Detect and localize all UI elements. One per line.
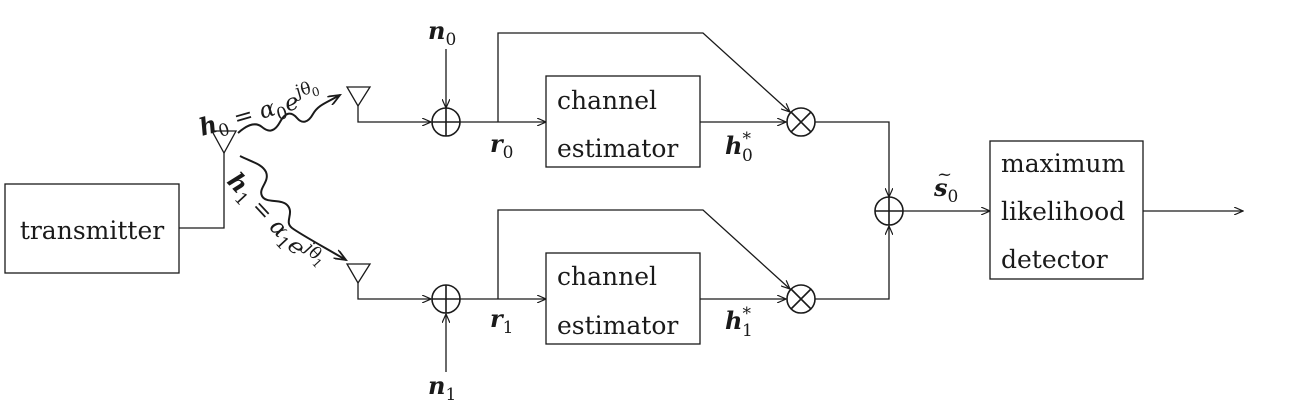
estimator-0-line-2: estimator	[557, 134, 678, 163]
estimator-1-line-2: estimator	[557, 311, 678, 340]
transmitter-block: transmitter	[4, 183, 180, 274]
estimate-label: s0	[933, 173, 958, 207]
channel-h0-label: h0 = α0ejθ0	[195, 76, 326, 146]
rx-antenna-1-icon	[345, 263, 372, 285]
channel-h0-wave	[237, 95, 340, 134]
noise-1-label: n1	[428, 371, 456, 405]
received-1-label: r1	[490, 304, 513, 338]
received-0-label: r0	[490, 129, 513, 163]
rx0-to-adder	[357, 106, 431, 122]
multiplier-1-to-combiner	[815, 226, 889, 300]
channel-h1-wave	[239, 155, 346, 260]
channel-estimator-1: channel estimator	[545, 252, 701, 345]
adder-0	[431, 107, 461, 137]
multiplier-1	[786, 284, 816, 314]
tx-feed-line	[179, 153, 225, 229]
conj-h0-label: h*0	[725, 129, 753, 166]
rx-antenna-0-icon	[345, 86, 372, 108]
detector-line-2: likelihood	[1001, 197, 1125, 226]
multiplier-0-to-combiner	[815, 121, 889, 197]
r1-bypass-line	[497, 209, 790, 299]
detector-line-3: detector	[1001, 245, 1108, 274]
estimate-accent: ~	[937, 164, 952, 185]
noise-0-label: n0	[428, 16, 456, 50]
channel-estimator-0: channel estimator	[545, 75, 701, 168]
transmitter-label: transmitter	[20, 216, 164, 245]
ml-detector-block: maximum likelihood detector	[989, 140, 1144, 280]
conj-h1-label: h*1	[725, 304, 753, 341]
channel-h1-label: h1 = α1ejθ1	[218, 164, 331, 281]
multiplier-0	[786, 107, 816, 137]
rx1-to-adder	[357, 283, 431, 299]
r0-bypass-line	[497, 32, 790, 122]
adder-1	[431, 284, 461, 314]
estimator-0-line-1: channel	[557, 86, 657, 115]
detector-line-1: maximum	[1001, 149, 1126, 178]
combiner-adder	[874, 196, 904, 226]
estimator-1-line-1: channel	[557, 262, 657, 291]
tx-antenna-icon	[210, 130, 238, 155]
